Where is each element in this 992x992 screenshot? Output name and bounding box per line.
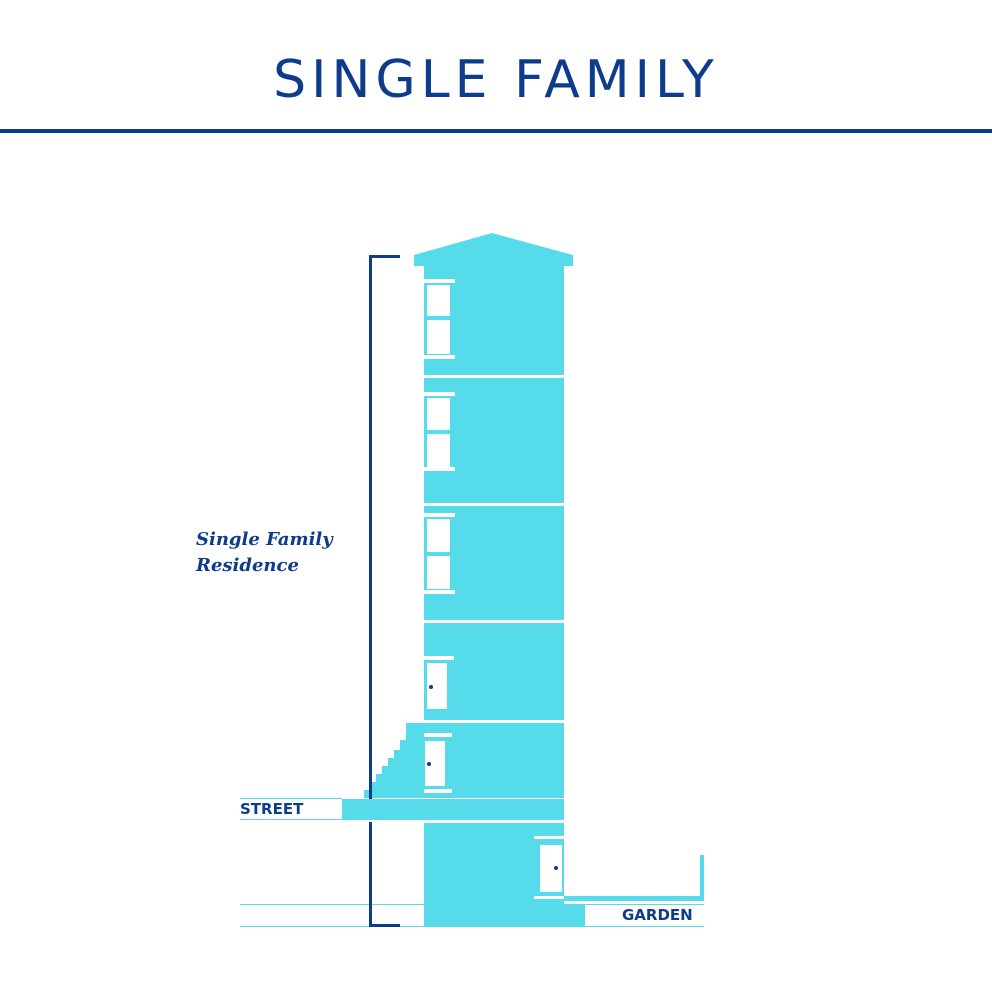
door-4 — [418, 656, 454, 709]
title-divider — [0, 129, 992, 133]
ground-line-bottom — [240, 926, 704, 927]
door-knob-icon — [554, 866, 558, 870]
garden-label: GARDEN — [622, 906, 693, 924]
bracket-lower — [369, 822, 372, 926]
page-title: SINGLE FAMILY — [273, 50, 719, 110]
residence-label: Single Family Residence — [196, 527, 333, 579]
garden-wall-post — [700, 855, 704, 901]
garden-wall-floor — [564, 896, 704, 901]
street-line-bottom — [240, 819, 342, 820]
floor-5-stairs — [364, 723, 564, 798]
door-5 — [424, 733, 452, 793]
window-1 — [418, 279, 455, 359]
door-knob-icon — [429, 685, 433, 689]
door-knob-icon — [427, 762, 431, 766]
bracket-upper — [369, 255, 372, 799]
residence-label-line1: Single Family — [196, 529, 333, 550]
window-3 — [418, 513, 455, 594]
basement-slab — [424, 905, 585, 926]
residence-label-line2: Residence — [196, 555, 299, 576]
window-2 — [418, 392, 455, 471]
street-label: STREET — [240, 800, 304, 818]
street-slab — [342, 799, 564, 820]
roof — [414, 233, 573, 375]
floor-4 — [424, 623, 564, 720]
ground-line-top — [240, 904, 704, 905]
garden-door — [534, 836, 564, 899]
street-line-top — [240, 798, 342, 799]
